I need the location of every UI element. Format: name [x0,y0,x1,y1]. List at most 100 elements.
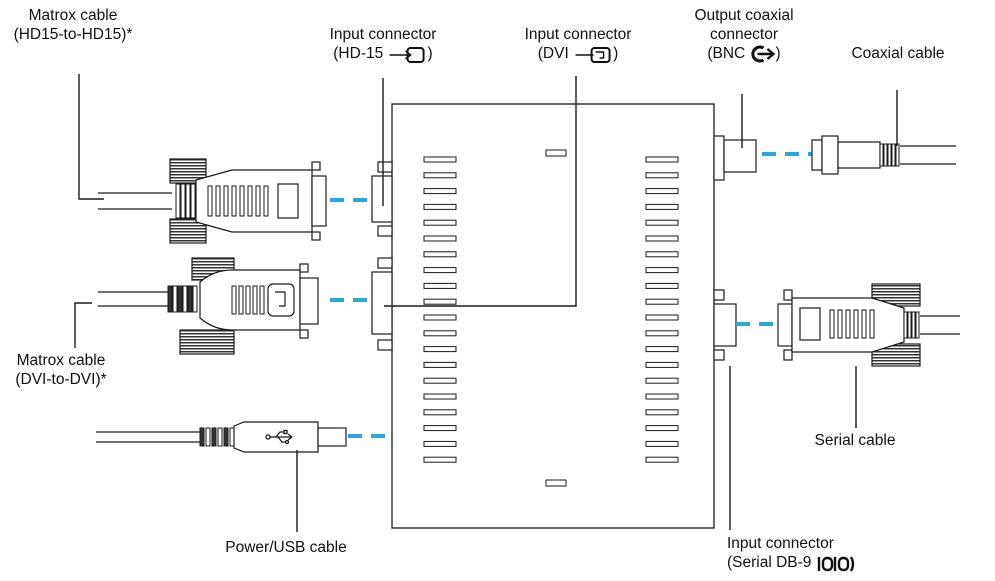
cable-rib [907,311,912,339]
hd15-cable-label-line1: Matrox cable [28,7,118,24]
connector-slot [252,285,258,315]
dvi-input-leader [384,76,577,307]
connector-slot [247,185,253,217]
serial-input-label-line1: Input connector [727,535,834,552]
cable-rib [915,311,920,339]
connector-slot [245,285,251,315]
connector-slot [845,309,851,339]
cable-rib [199,427,205,447]
dvi-input-label-line1: Input connector [524,26,632,43]
coaxial-cable-illustration [811,135,956,175]
vent-slot [423,172,457,179]
vent-slot [645,330,679,337]
dvi-port [371,257,393,351]
connector-slot [255,185,261,217]
vent-slot [645,314,679,321]
cable-rib [192,285,198,313]
cable-rib [883,143,888,167]
dvi-cable-label-line1: Matrox cable [16,352,106,369]
connector-slot [861,309,867,339]
vent-slot [423,298,457,305]
connector-slot [239,185,245,217]
connector-slot [231,285,237,315]
serial-input-label: Input connector (Serial DB-9 [727,534,856,572]
usb-cable-label: Power/USB cable [225,538,346,557]
vent-slot [645,235,679,242]
vent-slot [645,156,679,163]
dvi-cable-illustration [98,257,319,355]
vent-slot [423,425,457,432]
vent-slot [423,346,457,353]
serial-cable-label: Serial cable [815,431,896,450]
cable-rib [205,427,211,447]
vent-slot [645,298,679,305]
connector-slot [223,185,229,217]
device-box [391,103,715,529]
connector-slot [837,309,843,339]
serial-db9-icon [817,556,854,572]
vent-slot [423,267,457,274]
leader-lines [74,74,898,532]
vent-slot [423,219,457,226]
vent-slot [423,377,457,384]
serial-cable-label-line1: Serial cable [814,432,896,449]
connector-slot [829,309,835,339]
usb-cable-label-line1: Power/USB cable [225,539,347,556]
dvi-cable-label: Matrox cable (DVI-to-DVI)* [15,351,106,389]
db9-port [713,289,737,361]
vent-slot [423,156,457,163]
hd15-input-label-line2: (HD-15 ) [333,45,433,63]
dvi-cable-leader [74,302,92,348]
serial-input-label-line2: (Serial DB-9 [727,553,856,572]
vent-slot [423,393,457,400]
vent-slot [645,377,679,384]
coaxial-cable-label-line1: Coaxial cable [851,45,945,62]
cable-rib [185,183,191,219]
vent-slot [423,409,457,416]
hd15-port [371,161,393,237]
vent-slot [423,456,457,463]
vent-slot [645,267,679,274]
vent-slot [645,172,679,179]
hd15-input-label-line1: Input connector [329,26,437,43]
connector-slot [869,309,875,339]
bnc-port [713,135,757,181]
cable-rib [887,143,892,167]
usb-trident-icon [265,429,293,445]
cable-rib [175,183,181,219]
dvi-input-label: Input connector (DVI ) [524,25,632,63]
vent-slot [645,425,679,432]
dvi-cable-label-line2: (DVI-to-DVI)* [15,371,107,388]
hd15-input-label: Input connector (HD-15 ) [329,25,437,63]
hd15-cable-label: Matrox cable (HD15-to-HD15)* [14,6,133,44]
cable-rib [911,311,916,339]
coaxial-cable-label: Coaxial cable [851,44,944,63]
cable-rib [879,143,884,167]
connector-slot [263,185,269,217]
vent-slot [423,440,457,447]
vent-slot [423,361,457,368]
hd15-cable-label-line2: (HD15-to-HD15)* [13,26,133,43]
vent-slot [645,409,679,416]
cable-rib [187,285,193,313]
vent-slot [645,456,679,463]
hd15-cable-illustration [98,158,327,244]
dvi-input-icon [575,46,611,63]
vent-slot [423,314,457,321]
vent-slot [645,282,679,289]
bnc-output-label: Output coaxial connector (BNC ) [694,6,794,63]
hd15-cable-leader [78,74,104,200]
vent-slot [645,393,679,400]
bnc-output-label-line2: connector [709,26,779,43]
connector-slot [231,185,237,217]
cable-rib [177,285,183,313]
connector-slot [215,185,221,217]
cable-rib [211,427,217,447]
vent-slot [423,235,457,242]
vent-slot [423,330,457,337]
bnc-output-icon [751,45,776,63]
vent-slot [645,251,679,258]
usb-cable-illustration [96,421,347,453]
vent-slot [645,440,679,447]
